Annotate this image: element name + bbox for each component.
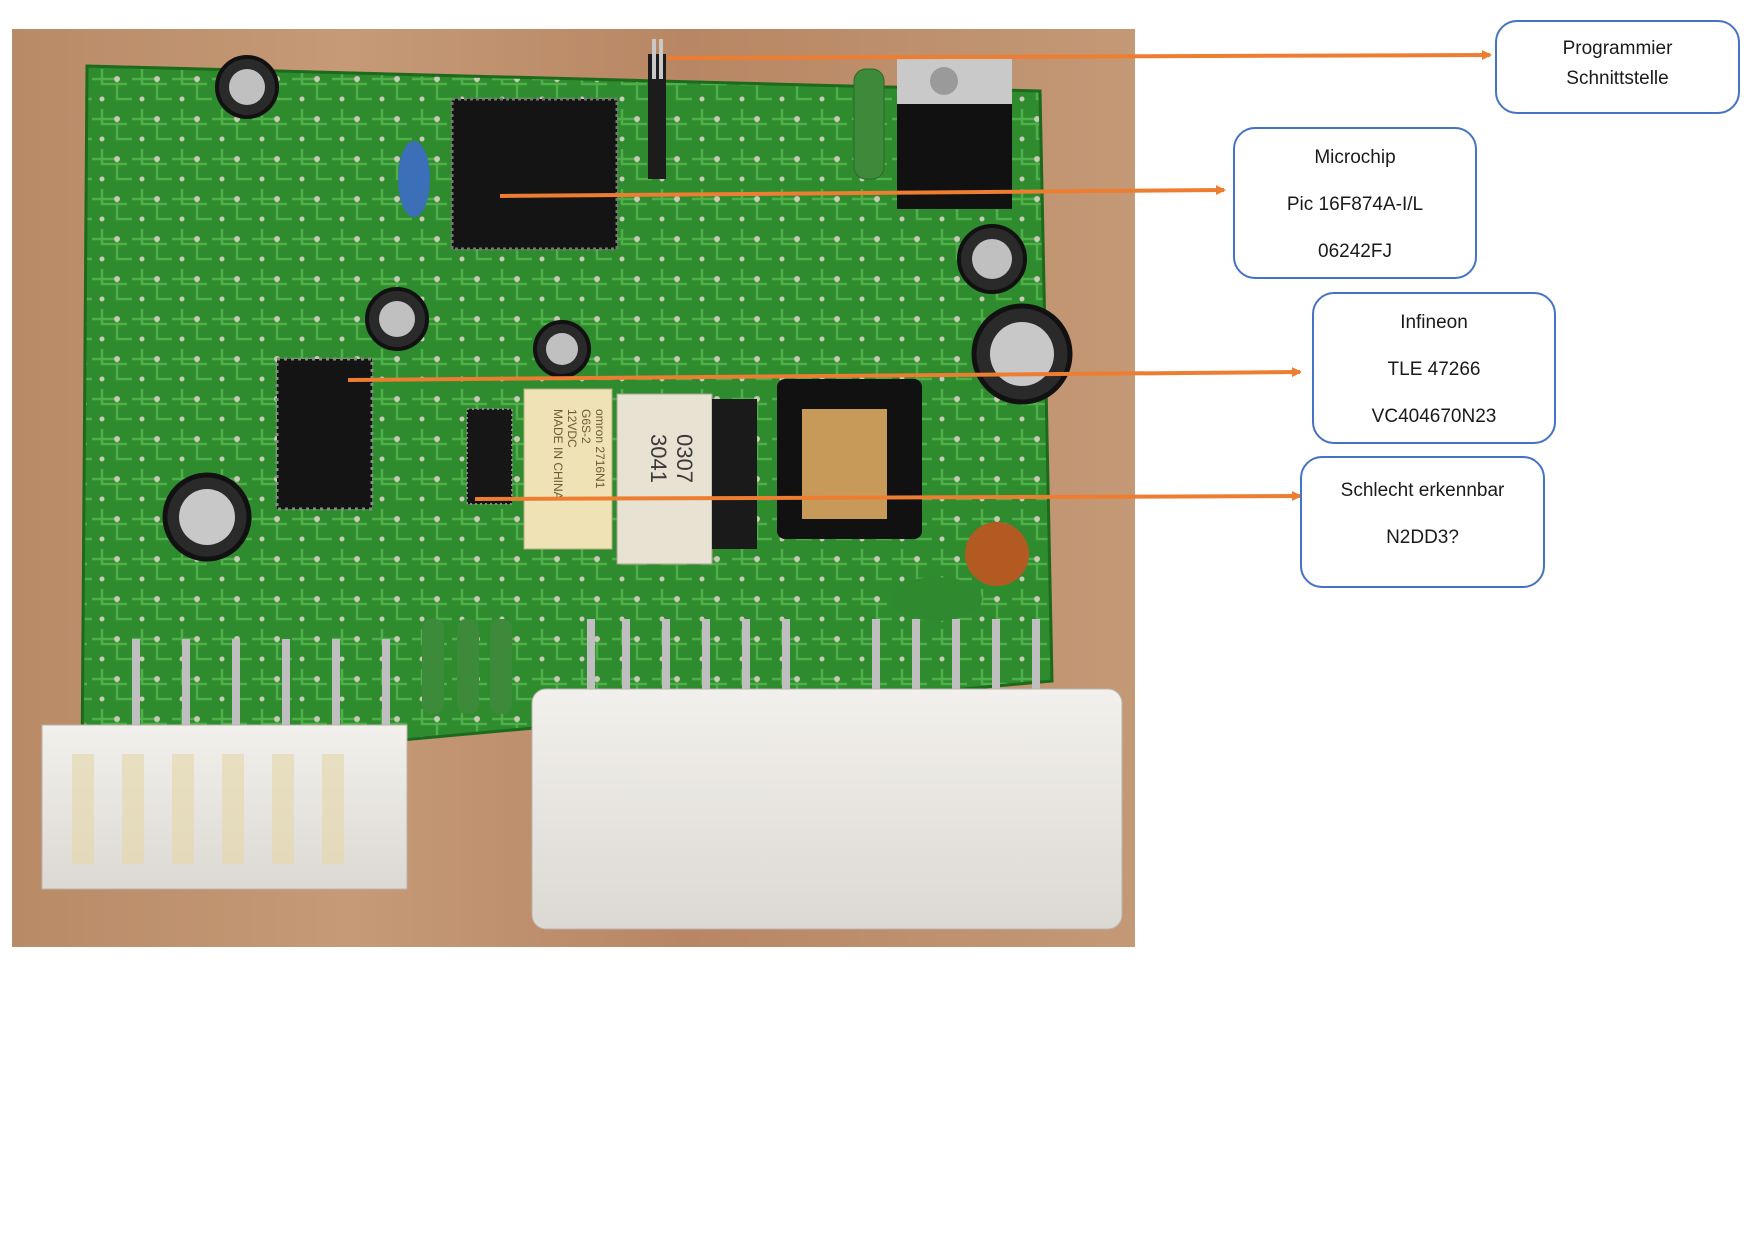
pcb-illustration	[41, 39, 1123, 930]
callout-text: Programmier	[1562, 38, 1673, 59]
relay-label: omron 2716N1 G6S-2 12VDC MADE IN CHINA	[551, 409, 607, 559]
relay-text-line: omron 2716N1	[593, 409, 607, 489]
relay	[523, 388, 613, 550]
taped-component	[616, 393, 713, 565]
relay-text-line: 12VDC	[565, 409, 579, 448]
tape-label: 0307 3041	[645, 434, 697, 584]
callout-text: Pic 16F874A-I/L	[1286, 194, 1424, 215]
callout-unclear: Schlecht erkennbar N2DD3?	[1300, 456, 1545, 588]
callout-text: N2DD3?	[1386, 527, 1459, 548]
callout-text: Microchip	[1314, 147, 1396, 168]
pcb-photo: omron 2716N1 G6S-2 12VDC MADE IN CHINA 0…	[12, 29, 1135, 947]
connector-pins	[132, 619, 1040, 739]
callout-text: 06242FJ	[1318, 241, 1392, 262]
callout-programming: Programmier Schnittstelle	[1495, 20, 1740, 114]
callout-text: Schnittstelle	[1566, 68, 1669, 89]
infineon-ic	[275, 357, 374, 511]
regulator	[897, 99, 1012, 209]
callout-text: Schlecht erkennbar	[1340, 480, 1505, 501]
connector-right	[531, 688, 1123, 930]
callout-text: TLE 47266	[1387, 359, 1481, 380]
tape-text-line: 3041	[646, 434, 671, 483]
programming-header	[648, 54, 666, 179]
callout-text: Infineon	[1400, 312, 1468, 333]
callout-microchip: Microchip Pic 16F874A-I/L 06242FJ	[1233, 127, 1477, 279]
relay-text-line: MADE IN CHINA	[551, 409, 565, 500]
small-ic	[466, 408, 513, 505]
relay-text-line: G6S-2	[579, 409, 593, 444]
microchip-ic	[450, 97, 619, 251]
callout-text: VC404670N23	[1371, 406, 1497, 427]
callout-infineon: Infineon TLE 47266 VC404670N23	[1312, 292, 1556, 444]
tape-text-line: 0307	[672, 434, 697, 483]
